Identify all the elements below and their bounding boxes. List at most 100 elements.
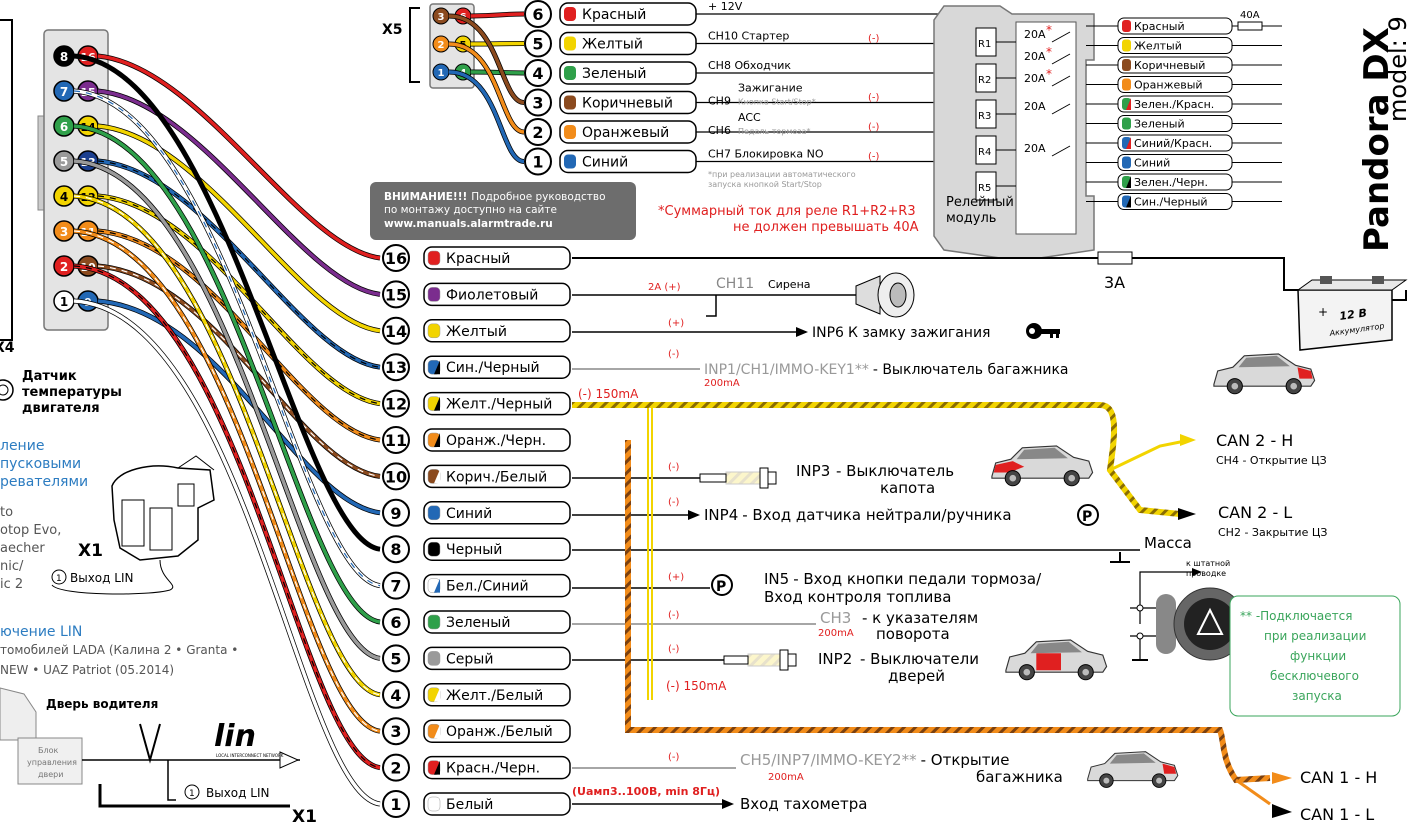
lin-desc1: томобилей LADA (Калина 2 • Granta • xyxy=(0,643,238,657)
warning-title: ВНИМАНИЕ!!! xyxy=(384,191,467,203)
x4-pin-2: 2 xyxy=(53,255,75,277)
mass-label: Масса xyxy=(1144,534,1192,552)
wire-number: 9 xyxy=(390,504,401,523)
x1-label-top: X1 xyxy=(78,541,103,561)
turn-desc1: - к указателям xyxy=(862,609,978,627)
door-unit-2: управления xyxy=(27,758,77,767)
pin-one-top: 1 xyxy=(56,574,62,584)
svg-text:CH5/INP7/IMMO-KEY2**- Открытие: CH5/INP7/IMMO-KEY2**- Открытие xyxy=(740,751,1009,769)
wire-label: Черный xyxy=(446,542,502,558)
warning-box: ВНИМАНИЕ!!!Подробное руководство по монт… xyxy=(370,182,636,240)
siren-icon xyxy=(855,272,915,318)
brake-desc1: - Вход кнопки педали тормоза/ xyxy=(793,570,1042,588)
brand: Pandora DX model: 9 xyxy=(1357,16,1409,252)
relay-output-list: КрасныйЖелтыйКоричневыйОранжевыйЗелен./К… xyxy=(1086,17,1282,210)
trunk-desc: - Выключатель багажника xyxy=(873,362,1069,378)
relay-output-label: Коричневый xyxy=(1134,59,1205,72)
x4-pin-num: 7 xyxy=(60,85,68,99)
std-wiring-2: проводке xyxy=(1186,569,1226,578)
battery-feed: 3A xyxy=(572,251,1300,292)
wire-14 xyxy=(97,124,381,333)
top-wire-number: 1 xyxy=(532,153,543,172)
car-hood-icon xyxy=(991,445,1094,487)
top-wire-number: 3 xyxy=(532,94,543,113)
temp-1: Датчик xyxy=(22,369,77,384)
relay-rating: 20A xyxy=(1024,142,1071,157)
lin-out-top: Выход LIN xyxy=(70,571,133,585)
warning-url[interactable]: www.manuals.alarmtrade.ru xyxy=(384,218,553,230)
can-twisted-pairs xyxy=(572,402,1292,818)
relay-rating-label: 20A xyxy=(1024,100,1046,113)
top-wire-note: CH9 xyxy=(708,95,731,108)
wire-number: 12 xyxy=(385,395,407,414)
warning-line1: Подробное руководство xyxy=(471,191,605,203)
wire-number: 15 xyxy=(385,285,407,304)
w4-pol: (-) 150mA xyxy=(666,679,727,693)
svg-text:INP1/CH1/IMMO-KEY1**- Выключат: INP1/CH1/IMMO-KEY1**- Выключатель багажн… xyxy=(704,362,1069,378)
x5-wires xyxy=(448,11,525,164)
trunk-pol: (-) xyxy=(668,349,680,360)
top-wire-number: 6 xyxy=(532,5,543,24)
tacho-volt: (Uамп3..100В, min 8Гц) xyxy=(572,785,720,798)
top-wire-number: 2 xyxy=(532,123,543,142)
svg-text:INP4- Вход датчика нейтрали/ру: INP4- Вход датчика нейтрали/ручника xyxy=(704,506,1012,524)
relay-rating: 20A xyxy=(1024,100,1071,115)
x4-pin-num: 3 xyxy=(60,225,68,239)
relay-output-row: Оранжевый xyxy=(1086,76,1282,93)
hood-name: INP3 xyxy=(796,462,830,480)
turn-cur: 200mA xyxy=(818,628,854,639)
relay-output-label: Зелен./Красн. xyxy=(1134,98,1214,111)
lin-logo: lin xyxy=(214,719,256,754)
fuse3-label: 3A xyxy=(1104,273,1125,292)
wire-number: 6 xyxy=(390,613,401,632)
wire-number: 3 xyxy=(390,722,401,741)
wire-1 xyxy=(73,299,381,806)
svg-text:1: 1 xyxy=(438,68,445,79)
heater-2: пусковыми xyxy=(0,456,81,472)
wire-number: 14 xyxy=(385,322,407,341)
brand-model: model: 9 xyxy=(1384,16,1409,122)
can1-h: CAN 1 - H xyxy=(1300,768,1377,787)
ign-pol: (+) xyxy=(668,318,684,329)
brake-p-icon: P xyxy=(711,574,733,596)
turn-name: CH3 xyxy=(820,609,851,627)
svg-text:+: + xyxy=(1318,305,1328,319)
fn2-3: функции xyxy=(1290,649,1346,663)
svg-text:3: 3 xyxy=(438,12,445,23)
turn-pol: (-) xyxy=(668,610,680,621)
relay-star: * xyxy=(1046,67,1052,81)
x5-pin-3: 3 xyxy=(432,7,450,25)
brake-pol: (+) xyxy=(668,572,684,583)
relay-rating: 20A* xyxy=(1024,23,1071,43)
relay-slot-label: R3 xyxy=(978,111,991,122)
trunk-open-desc2: багажника xyxy=(976,768,1063,786)
x4-pin-4: 4 xyxy=(53,185,75,207)
x4-label: X4 xyxy=(0,340,15,356)
relay-output-row: Зелен./Красн. xyxy=(1086,95,1282,113)
trunk-name: INP1/CH1/IMMO-KEY1** xyxy=(704,362,869,378)
heater-3: ревателями xyxy=(0,474,88,490)
relay-output-label: Зелен./Черн. xyxy=(1134,176,1208,189)
relay-title-1: Релейный xyxy=(946,195,1014,210)
lin-logo-sub: LOCAL INTERCONNECT NETWORK xyxy=(216,753,284,758)
relay-output-label: Синий/Красн. xyxy=(1134,137,1212,150)
hood-switch-icon xyxy=(699,467,777,489)
relay-output-label: Красный xyxy=(1134,20,1185,33)
fn2-2: при реализации xyxy=(1264,629,1366,643)
relay-slot-R3: R3 xyxy=(975,99,1016,129)
x4-pin-num: 8 xyxy=(60,50,68,64)
